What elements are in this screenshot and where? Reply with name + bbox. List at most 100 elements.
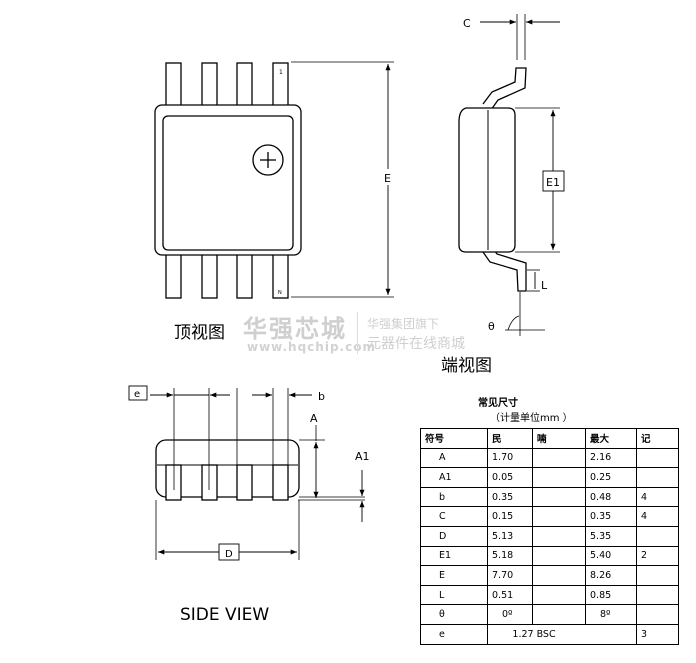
spec-cell-max: 8.26 xyxy=(585,565,637,586)
spec-cell-nom xyxy=(532,565,586,586)
watermark-brand: 华强芯城 xyxy=(243,315,347,343)
top-pin-1 xyxy=(165,62,182,108)
spec-unit: （计量单位mm ） xyxy=(490,413,573,424)
spec-cell-max: 0.48 xyxy=(585,486,637,508)
side-view-caption: SIDE VIEW xyxy=(180,605,270,625)
spec-cell-min: 5.13 xyxy=(487,525,533,547)
side-lead-1 xyxy=(165,464,182,501)
side-lead-2 xyxy=(201,464,218,501)
spec-cell-max: 8º xyxy=(585,604,637,625)
spec-cell-max: 0.35 xyxy=(585,506,637,527)
spec-cell-min: 0.05 xyxy=(487,467,533,488)
spec-cell-symbol: D xyxy=(420,525,488,547)
spec-cell-max: 5.40 xyxy=(585,545,637,567)
dim-theta-label: θ xyxy=(488,320,495,333)
end-view xyxy=(458,14,560,336)
spec-header-max: 最大 xyxy=(585,428,637,449)
spec-cell-min: 0.35 xyxy=(487,486,533,508)
spec-header-nom: 喃 xyxy=(532,428,586,449)
top-pin-3 xyxy=(236,62,253,108)
spec-cell-nom xyxy=(532,467,586,488)
spec-header-symbol: 符号 xyxy=(420,428,488,449)
watermark-url: www.hqchip.com xyxy=(247,340,376,354)
spec-cell-min: 1.70 xyxy=(487,447,533,469)
spec-cell-note: 3 xyxy=(636,623,679,645)
spec-cell-min: 0º xyxy=(487,604,533,625)
dim-c-label: C xyxy=(463,17,471,30)
spec-cell-max: 2.16 xyxy=(585,447,637,469)
spec-cell-nom xyxy=(532,545,586,567)
dim-a1-label: A1 xyxy=(355,450,370,463)
spec-cell-symbol: L xyxy=(420,584,488,606)
spec-cell-note: 4 xyxy=(636,506,679,527)
spec-cell-note: 2 xyxy=(636,545,679,567)
spec-cell-nom xyxy=(532,506,586,527)
side-lead-4 xyxy=(272,464,289,501)
spec-header-row: 符号 民 喃 最大 记 xyxy=(420,428,679,449)
spec-cell-bsc: 1.27 BSC xyxy=(487,623,637,645)
dim-e1-label: E1 xyxy=(546,176,560,189)
top-view xyxy=(154,61,394,299)
pin1-mark: 1 xyxy=(279,69,283,76)
end-view-caption: 端视图 xyxy=(441,356,492,376)
spec-cell-symbol: θ xyxy=(420,604,488,625)
spec-cell-symbol: E xyxy=(420,565,488,586)
side-lead-3 xyxy=(236,464,253,501)
top-view-body-outer xyxy=(154,104,302,256)
spec-cell-symbol: e xyxy=(420,623,488,645)
watermark-divider xyxy=(357,312,358,354)
spec-cell-note xyxy=(636,447,679,469)
pin1-circle-icon xyxy=(252,144,284,176)
spec-header-min: 民 xyxy=(487,428,533,449)
spec-cell-note xyxy=(636,604,679,625)
spec-cell-nom xyxy=(532,486,586,508)
side-view xyxy=(150,388,365,560)
spec-cell-nom xyxy=(532,525,586,547)
spec-cell-symbol: E1 xyxy=(420,545,488,567)
dim-e-label: E xyxy=(384,172,391,185)
spec-cell-nom xyxy=(532,447,586,469)
spec-cell-min: 7.70 xyxy=(487,565,533,586)
bottom-pin-1 xyxy=(165,252,182,299)
top-view-caption: 顶视图 xyxy=(174,323,225,343)
spec-cell-min: 0.51 xyxy=(487,584,533,606)
spec-cell-nom xyxy=(532,604,586,625)
spec-row-last: e 1.27 BSC 3 xyxy=(420,623,679,645)
spec-cell-note: 4 xyxy=(636,486,679,508)
bottom-pin-3 xyxy=(236,252,253,299)
watermark-tag2: 元器件在线商城 xyxy=(367,336,465,352)
spec-cell-min: 5.18 xyxy=(487,545,533,567)
spec-cell-note xyxy=(636,525,679,547)
end-view-body xyxy=(458,107,516,253)
spec-cell-note xyxy=(636,565,679,586)
spec-cell-max: 5.35 xyxy=(585,525,637,547)
spec-cell-note xyxy=(636,584,679,606)
bottom-pin-2 xyxy=(201,252,218,299)
spec-cell-max: 0.85 xyxy=(585,584,637,606)
spec-cell-note xyxy=(636,467,679,488)
dim-e-pitch-label: e xyxy=(134,389,140,400)
spec-cell-symbol: A xyxy=(420,447,488,469)
pin-n-mark: N xyxy=(278,290,282,296)
side-view-body xyxy=(155,439,300,498)
spec-header-note: 记 xyxy=(636,428,679,449)
watermark-tag1: 华强集团旗下 xyxy=(367,317,440,331)
dim-b-label: b xyxy=(318,390,325,403)
dim-d-label: D xyxy=(225,549,233,560)
top-view-body-inner xyxy=(162,115,294,251)
spec-cell-max: 0.25 xyxy=(585,467,637,488)
spec-cell-symbol: A1 xyxy=(420,467,488,488)
spec-cell-nom xyxy=(532,584,586,606)
spec-cell-symbol: C xyxy=(420,506,488,527)
dim-l-label: L xyxy=(541,279,548,292)
spec-title: 常见尺寸 xyxy=(478,398,518,409)
